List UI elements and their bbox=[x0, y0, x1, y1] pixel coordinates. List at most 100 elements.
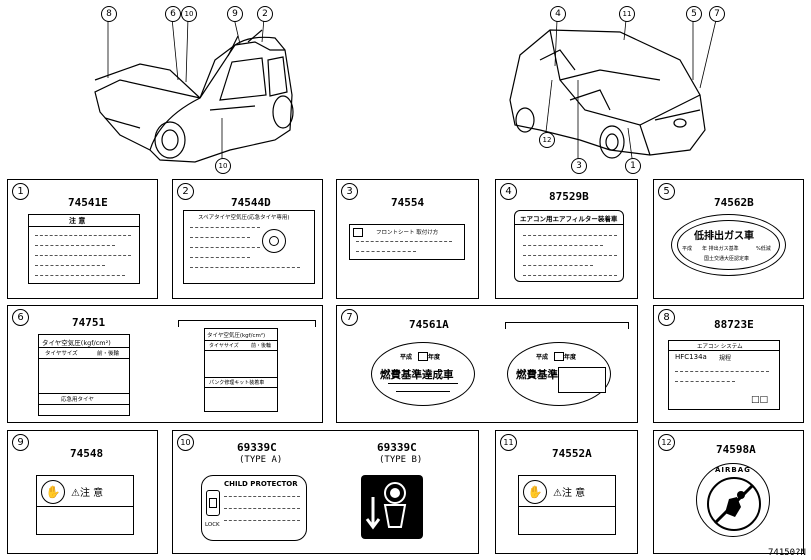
label-heading: タイヤ空気圧(kgf/cm²) bbox=[207, 333, 266, 339]
part-number-a: 69339C bbox=[237, 441, 277, 454]
part-number: 74541E bbox=[68, 196, 108, 209]
airbag-sticker: AIRBAG bbox=[696, 463, 770, 537]
box-label: □□ bbox=[751, 395, 769, 405]
label-heading: ⚠注 意 bbox=[553, 488, 586, 499]
label-fuel-standard-b: 平成 年度 燃費基準 bbox=[507, 342, 611, 406]
label-heisei: 平成 bbox=[400, 354, 413, 361]
label-heisei: 平成 bbox=[536, 354, 549, 361]
panel-number: 12 bbox=[658, 434, 675, 451]
child-lock-icon bbox=[361, 475, 423, 539]
panel-number: 4 bbox=[500, 183, 517, 200]
panel-8: 8 88723E エアコン システム HFC134a 規程 □□ bbox=[653, 305, 804, 423]
callout-front-10: 10 bbox=[181, 6, 197, 22]
callout-rear-4: 4 bbox=[550, 6, 566, 22]
type-b-label: (TYPE B) bbox=[379, 455, 423, 465]
label-tire-pressure-b: タイヤ空気圧(kgf/cm²) タイヤサイズ 前・後輪 パンク修理キット装着車 bbox=[204, 328, 278, 412]
part-number: 74751 bbox=[72, 316, 106, 329]
label-caution-sticker: ✋ ⚠注 意 bbox=[36, 475, 134, 535]
panel-11: 11 74552A ✋ ⚠注 意 bbox=[495, 430, 638, 554]
callout-rear-7: 7 bbox=[709, 6, 725, 22]
label-reduction: %低減 bbox=[756, 246, 771, 252]
label-standard: 年 排出ガス基準 bbox=[702, 246, 739, 252]
no-hand-icon: ✋ bbox=[41, 480, 65, 504]
regulation-label: 規程 bbox=[719, 355, 732, 362]
label-heading: エアコン用エアフィルター装着車 bbox=[520, 215, 618, 223]
panel-2: 2 74544D スペアタイヤ空気圧(応急タイヤ専用) bbox=[172, 179, 323, 299]
panel-number: 8 bbox=[658, 309, 675, 326]
front-rear-label: 前・後輪 bbox=[97, 351, 120, 357]
callout-front-6: 6 bbox=[165, 6, 181, 22]
label-heading: 低排出ガス車 bbox=[694, 231, 754, 242]
panel-number: 6 bbox=[12, 309, 29, 326]
part-number: 74548 bbox=[70, 447, 104, 460]
callout-front-9: 9 bbox=[227, 6, 243, 22]
child-protector-text: CHILD PROTECTOR bbox=[224, 480, 298, 488]
panel-number: 10 bbox=[177, 434, 194, 451]
spare-tire-label: 応急用タイヤ bbox=[61, 397, 94, 403]
panel-1: 1 74541E 注 意 bbox=[7, 179, 158, 299]
callout-rear-5: 5 bbox=[686, 6, 702, 22]
label-heading: ⚠注 意 bbox=[71, 488, 104, 499]
airbag-text: AIRBAG bbox=[715, 466, 751, 474]
label-year: 年度 bbox=[428, 354, 441, 361]
label-certified: 国土交通大臣認定車 bbox=[704, 256, 750, 262]
callout-front-8: 8 bbox=[101, 6, 117, 22]
panel-10: 10 69339C (TYPE A) 69339C (TYPE B) CHILD… bbox=[172, 430, 479, 554]
label-child-protector: CHILD PROTECTOR LOCK bbox=[201, 475, 307, 541]
callout-rear-3: 3 bbox=[571, 158, 587, 174]
label-heading: スペアタイヤ空気圧(応急タイヤ専用) bbox=[198, 215, 290, 221]
callout-rear-12: 12 bbox=[539, 132, 555, 148]
panel-7: 7 74561A 平成 年度 燃費基準達成車 平成 年度 燃費基準 bbox=[336, 305, 638, 423]
panel-number: 1 bbox=[12, 183, 29, 200]
part-number: 87529B bbox=[549, 190, 589, 203]
panel-9: 9 74548 ✋ ⚠注 意 bbox=[7, 430, 158, 554]
label-air-filter: エアコン用エアフィルター装着車 bbox=[514, 210, 624, 282]
part-number: 74561A bbox=[409, 318, 449, 331]
label-caution: 注 意 bbox=[28, 214, 140, 284]
label-heisei: 平成 bbox=[682, 246, 693, 252]
part-number: 88723E bbox=[714, 318, 754, 331]
label-heading: 注 意 bbox=[69, 217, 86, 225]
panel-number: 2 bbox=[177, 183, 194, 200]
label-heading: タイヤ空気圧(kgf/cm²) bbox=[42, 339, 111, 347]
label-caution-sticker: ✋ ⚠注 意 bbox=[518, 475, 616, 535]
type-a-label: (TYPE A) bbox=[239, 455, 283, 465]
part-number: 74598A bbox=[716, 443, 756, 456]
part-number: 74562B bbox=[714, 196, 754, 209]
part-number: 74554 bbox=[391, 196, 425, 209]
front-rear-label: 前・後輪 bbox=[251, 343, 272, 349]
label-heading: 燃費基準 bbox=[516, 369, 558, 381]
panel-5: 5 74562B 低排出ガス車 平成 年 排出ガス基準 %低減 国土交通大臣認定… bbox=[653, 179, 804, 299]
label-fuel-standard-a: 平成 年度 燃費基準達成車 bbox=[371, 342, 475, 406]
panel-12: 12 74598A AIRBAG bbox=[653, 430, 804, 554]
part-number-b: 69339C bbox=[377, 441, 417, 454]
label-heading: フロントシート 取付け方 bbox=[376, 230, 439, 236]
panel-4: 4 87529B エアコン用エアフィルター装着車 bbox=[495, 179, 638, 299]
figure-code: 74150?N bbox=[768, 548, 806, 558]
callout-front-10b: 10 bbox=[215, 158, 231, 174]
part-number: 74552A bbox=[552, 447, 592, 460]
panel-number: 3 bbox=[341, 183, 358, 200]
panel-number: 9 bbox=[12, 434, 29, 451]
part-number: 74544D bbox=[231, 196, 271, 209]
tire-size-label: タイヤサイズ bbox=[209, 343, 239, 349]
label-aircon-system: エアコン システム HFC134a 規程 □□ bbox=[668, 340, 780, 410]
label-heading: エアコン システム bbox=[697, 344, 743, 350]
label-spare-tire: スペアタイヤ空気圧(応急タイヤ専用) bbox=[183, 210, 315, 284]
panel-6: 6 74751 タイヤ空気圧(kgf/cm²) タイヤサイズ 前・後輪 応急用タ… bbox=[7, 305, 323, 423]
panel-number: 7 bbox=[341, 309, 358, 326]
label-tire-pressure-a: タイヤ空気圧(kgf/cm²) タイヤサイズ 前・後輪 応急用タイヤ bbox=[38, 334, 130, 416]
no-hand-icon: ✋ bbox=[523, 480, 547, 504]
no-child-seat-icon bbox=[713, 483, 755, 525]
lock-text: LOCK bbox=[205, 522, 220, 528]
label-low-emission: 低排出ガス車 平成 年 排出ガス基準 %低減 国土交通大臣認定車 bbox=[671, 214, 786, 276]
callout-rear-1: 1 bbox=[625, 158, 641, 174]
vehicle-illustrations bbox=[94, 17, 717, 163]
label-front-seat: フロントシート 取付け方 bbox=[349, 224, 465, 260]
panel-number: 5 bbox=[658, 183, 675, 200]
panel-number: 11 bbox=[500, 434, 517, 451]
panel-3: 3 74554 フロントシート 取付け方 bbox=[336, 179, 479, 299]
refrigerant-label: HFC134a bbox=[675, 353, 707, 361]
label-year: 年度 bbox=[564, 354, 577, 361]
tire-size-label: タイヤサイズ bbox=[45, 351, 78, 357]
